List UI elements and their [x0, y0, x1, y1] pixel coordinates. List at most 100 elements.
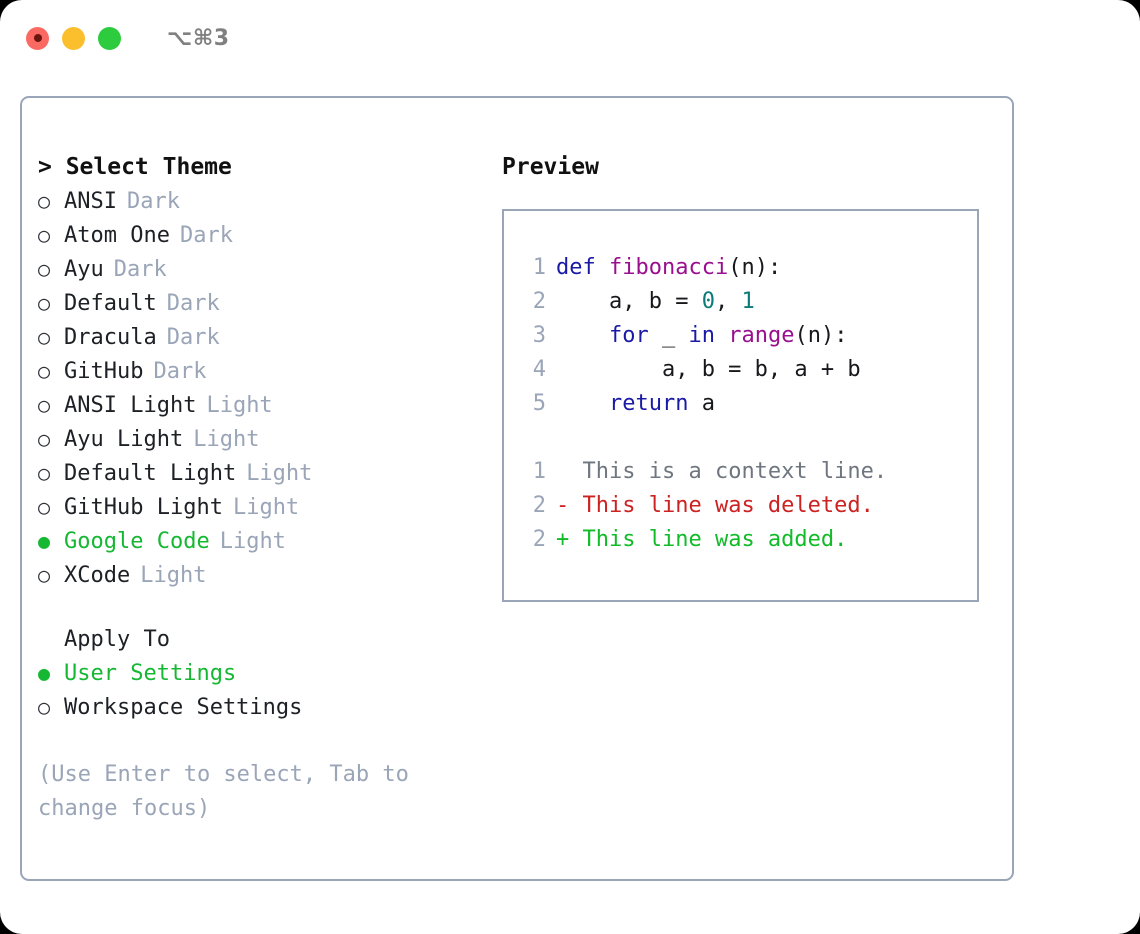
token-pl: _ [648, 323, 689, 348]
diff-content: This is a context line. [582, 459, 888, 484]
theme-name: Ayu [64, 257, 104, 282]
code-line: 2 a, b = 0, 1 [520, 285, 977, 319]
line-number: 2 [532, 289, 546, 314]
radio-unselected-icon: ○ [38, 461, 51, 485]
radio-unselected-icon: ○ [38, 325, 51, 349]
token-kw: for [608, 323, 649, 348]
keyboard-hint-text: (Use Enter to select, Tab to change focu… [38, 762, 423, 821]
line-number: 1 [532, 459, 546, 484]
theme-variant: Light [193, 427, 260, 452]
theme-variant: Dark [126, 189, 180, 214]
apply-to-heading: Apply To [64, 627, 170, 652]
theme-name: Dracula [64, 325, 157, 350]
zoom-button[interactable] [98, 26, 121, 50]
code-text: return a [556, 387, 715, 421]
theme-option-ayu[interactable]: ○ Ayu Dark [38, 252, 488, 286]
token-num: 1 [741, 289, 755, 314]
apply-to-options[interactable]: ●User Settings ○ Workspace Settings [38, 656, 488, 724]
theme-variant: Dark [166, 325, 220, 350]
radio-unselected-icon: ○ [38, 695, 51, 719]
apply-to-heading-row: ○ Apply To [38, 622, 488, 656]
code-text: a, b = 0, 1 [556, 285, 755, 319]
titlebar: ⌥⌘3 [0, 0, 1140, 76]
diff-text: + This line was added. [556, 523, 847, 557]
apply-heading-spacer: ○ [38, 622, 64, 656]
radio-selected-icon: ● [38, 661, 51, 685]
close-button[interactable] [26, 26, 49, 50]
select-theme-heading: > Select Theme [38, 154, 232, 180]
theme-variant: Light [206, 393, 273, 418]
code-text: for _ in range(n): [556, 319, 847, 353]
code-line: 3 for _ in range(n): [520, 319, 977, 353]
theme-option-dracula[interactable]: ○ Dracula Dark [38, 320, 488, 354]
radio-unselected-icon: ○ [38, 427, 51, 451]
radio-unselected-icon: ○ [38, 563, 51, 587]
theme-variant: Dark [166, 291, 220, 316]
diff-marker: - [556, 493, 583, 518]
token-kw: in [688, 323, 715, 348]
line-number: 2 [532, 527, 546, 552]
minimize-button[interactable] [62, 26, 85, 50]
radio-unselected-icon: ○ [38, 257, 51, 281]
theme-variant: Dark [179, 223, 233, 248]
diff-content: This line was deleted. [582, 493, 874, 518]
token-pl: a [688, 391, 715, 416]
token-pl: , [714, 289, 742, 314]
token-pl: a, b = b, a + b [556, 357, 861, 382]
diff-line-del: 2- This line was deleted. [520, 489, 977, 523]
diff-marker [556, 459, 583, 484]
token-pl [596, 255, 609, 280]
apply-to-label: Workspace Settings [64, 695, 303, 720]
radio-unselected-icon: ○ [38, 393, 51, 417]
diff-text: This is a context line. [556, 455, 888, 489]
theme-name: Google Code [64, 529, 210, 554]
line-number: 4 [532, 357, 546, 382]
token-punc: (n): [728, 255, 782, 280]
apply-to-option-workspace-settings[interactable]: ○ Workspace Settings [38, 690, 488, 724]
radio-unselected-icon: ○ [38, 495, 51, 519]
line-number: 2 [532, 493, 546, 518]
theme-option-default-light[interactable]: ○ Default Light Light [38, 456, 488, 490]
radio-unselected-icon: ○ [38, 291, 51, 315]
theme-variant: Light [232, 495, 300, 520]
apply-to-option-user-settings[interactable]: ●User Settings [38, 656, 488, 690]
theme-name: Default [64, 291, 157, 316]
diff-content: This line was added. [582, 527, 848, 552]
radio-selected-icon: ● [38, 529, 51, 553]
radio-unselected-icon: ○ [38, 223, 51, 247]
keyboard-shortcut-label: ⌥⌘3 [167, 25, 230, 51]
radio-unselected-icon: ○ [38, 189, 51, 213]
theme-name: Default Light [64, 461, 237, 486]
theme-option-ansi[interactable]: ○ ANSI Dark [38, 184, 488, 218]
code-line: 4 a, b = b, a + b [520, 353, 977, 387]
preview-heading: Preview [502, 154, 599, 180]
diff-marker: + [556, 527, 583, 552]
token-fn: range [728, 323, 795, 348]
diff-text: - This line was deleted. [556, 489, 874, 523]
code-line: 5 return a [520, 387, 977, 421]
window-controls [26, 26, 121, 50]
token-pl [556, 323, 609, 348]
theme-variant: Dark [113, 257, 167, 282]
diff-preview: 1 This is a context line.2- This line wa… [520, 455, 977, 557]
token-kw: def [556, 255, 596, 280]
theme-variant: Light [246, 461, 313, 486]
token-pl [715, 323, 728, 348]
theme-option-default[interactable]: ○ Default Dark [38, 286, 488, 320]
theme-name: ANSI [64, 189, 117, 214]
diff-line-ctx: 1 This is a context line. [520, 455, 977, 489]
radio-unselected-icon: ○ [38, 359, 51, 383]
